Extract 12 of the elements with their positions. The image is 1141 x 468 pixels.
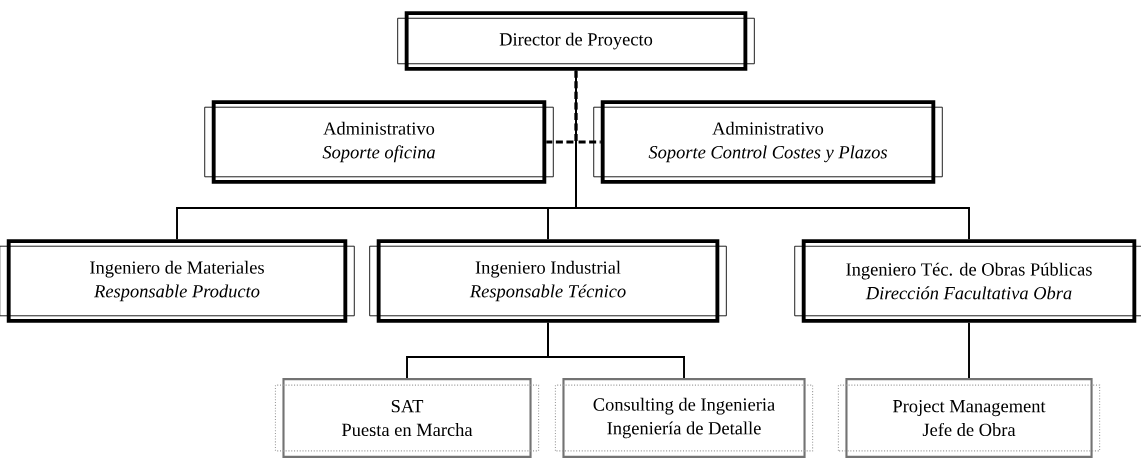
org-box: Ingeniero Industrial Responsable Técnico	[369, 239, 727, 323]
org-box: Consulting de Ingenieria Ingeniería de Detalle	[554, 378, 814, 458]
org-box: Ingeniero Téc. de Obras Públicas Dirección Facultativa Obra	[794, 239, 1141, 323]
org-box: SAT Puesta en Marcha	[274, 378, 540, 458]
org-box: Project Management Jefe de Obra	[837, 378, 1101, 458]
org-box: Director de Proyecto	[397, 11, 755, 71]
org-box: Administrativo Soporte Control Costes y Plazos	[593, 100, 943, 184]
org-box: Administrativo Soporte oficina	[204, 100, 554, 184]
org-box: Ingeniero de Materiales Responsable Producto	[0, 239, 355, 323]
connector-line	[575, 69, 970, 241]
connector-line	[547, 321, 685, 380]
connector-line	[968, 321, 970, 380]
